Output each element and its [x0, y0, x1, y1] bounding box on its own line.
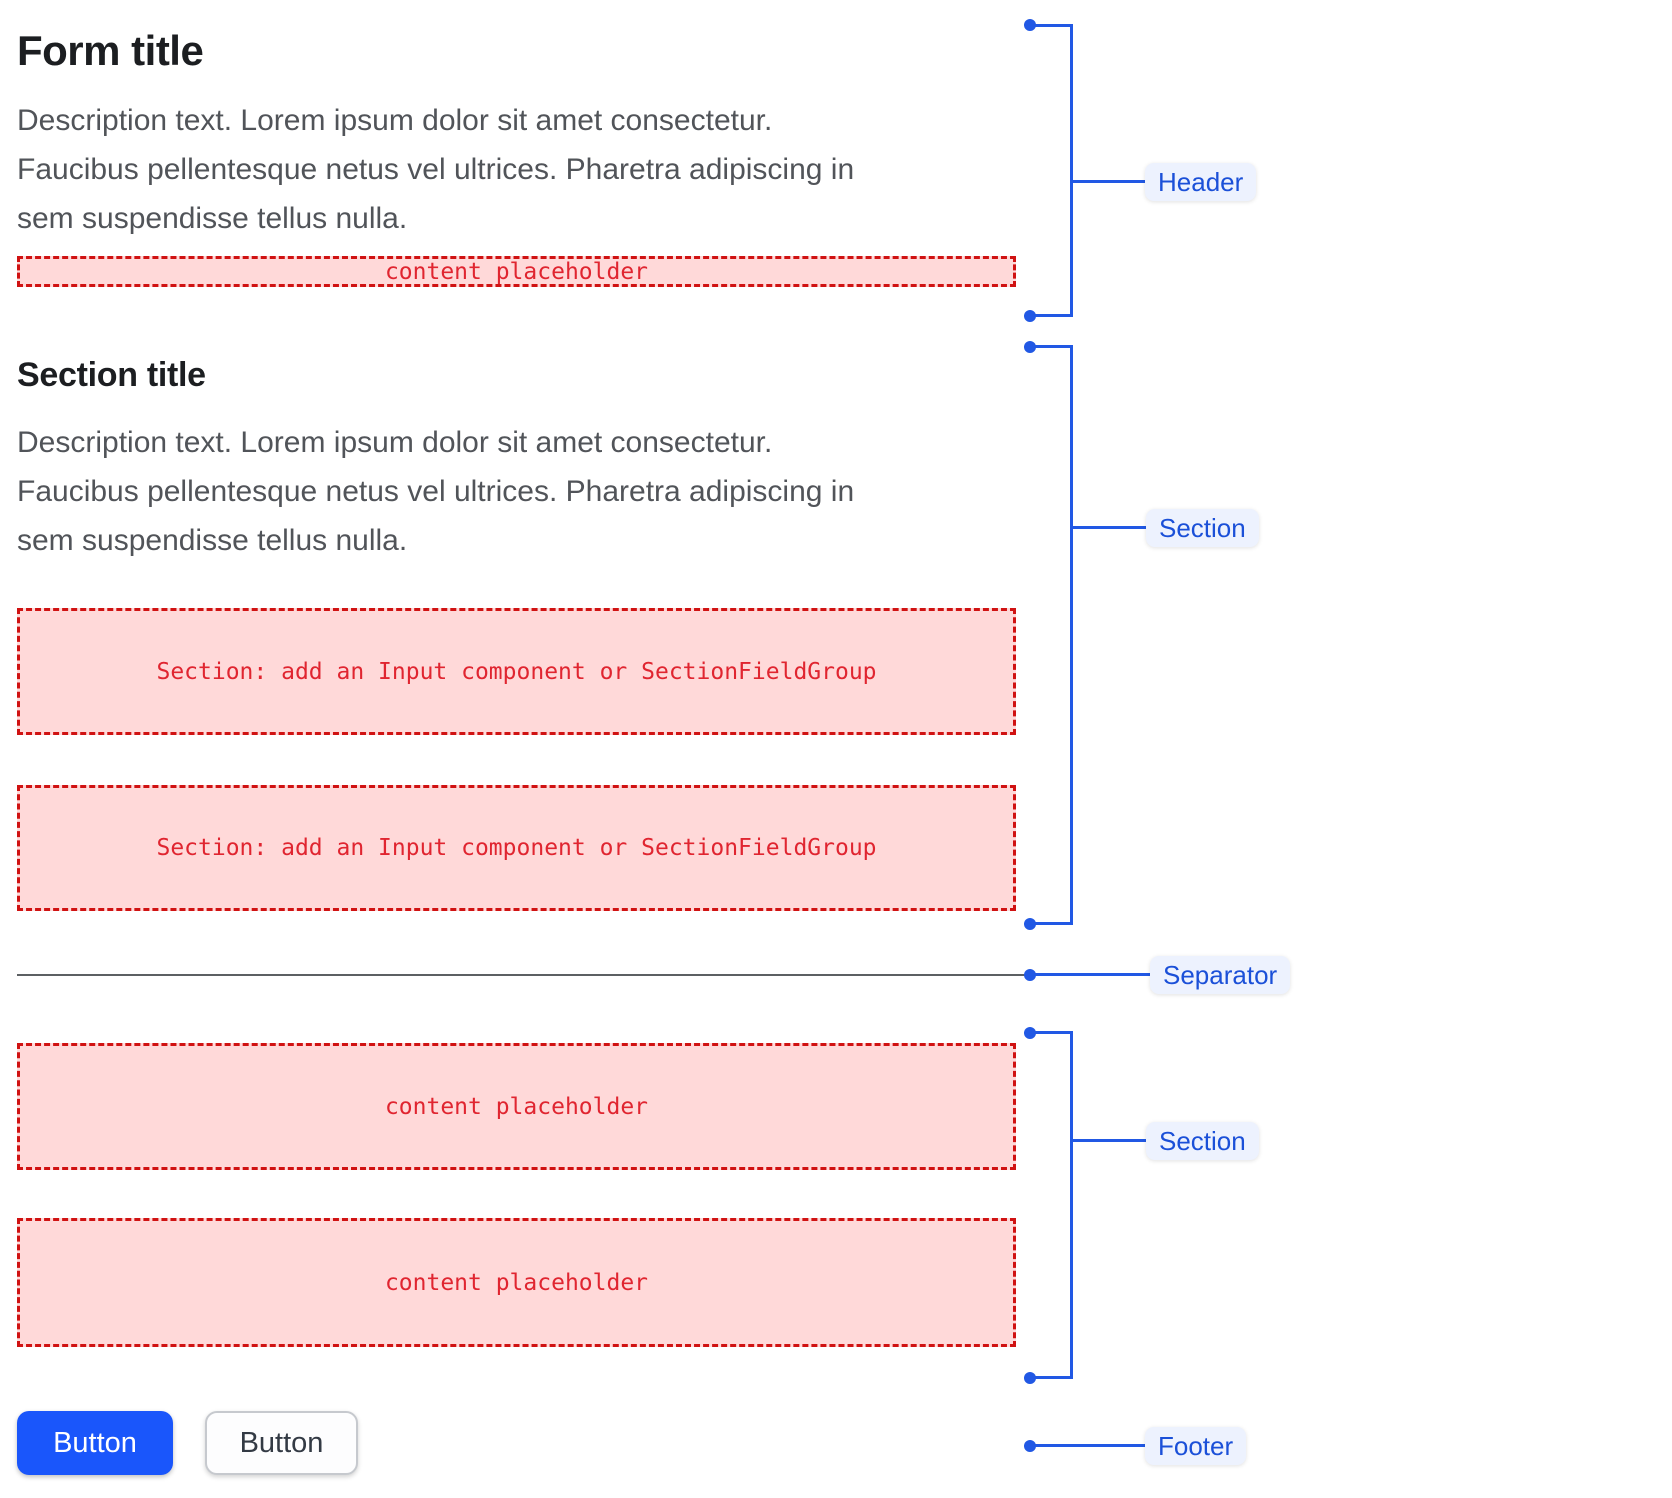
section-placeholder-box-2: Section: add an Input component or Secti… — [17, 785, 1016, 911]
section-placeholder-box-1: Section: add an Input component or Secti… — [17, 608, 1016, 735]
section1-annotation-label: Section — [1146, 509, 1259, 547]
section2-bracket-bottom-dot — [1024, 1372, 1036, 1384]
form-description: Description text. Lorem ipsum dolor sit … — [17, 104, 855, 235]
section2-label-connector — [1072, 1139, 1146, 1142]
footer-dot — [1024, 1440, 1036, 1452]
primary-button-label: Button — [53, 1426, 137, 1459]
section2-annotation-label: Section — [1146, 1122, 1259, 1160]
separator-annotation-label: Separator — [1150, 956, 1291, 994]
content-placeholder-text-1: content placeholder — [384, 1093, 649, 1120]
footer-label-connector — [1032, 1444, 1145, 1447]
content-placeholder-text-2: content placeholder — [384, 1269, 649, 1296]
section1-bracket-top-stub — [1030, 345, 1073, 348]
header-bracket-line — [1070, 24, 1073, 317]
section2-bracket-line — [1070, 1031, 1073, 1379]
header-bracket-bottom-dot — [1024, 310, 1036, 322]
secondary-button[interactable]: Button — [205, 1411, 358, 1475]
section-placeholder-text-1: Section: add an Input component or Secti… — [156, 658, 877, 685]
header-bracket-top-stub — [1030, 24, 1073, 27]
separator-label-connector — [1032, 973, 1150, 976]
header-content-placeholder-box: content placeholder — [17, 256, 1016, 287]
header-label-connector — [1072, 180, 1145, 183]
section-placeholder-text-2: Section: add an Input component or Secti… — [156, 835, 877, 861]
section-description: Description text. Lorem ipsum dolor sit … — [17, 426, 855, 557]
footer-annotation-label: Footer — [1145, 1427, 1247, 1465]
content-placeholder-box-2: content placeholder — [17, 1218, 1016, 1347]
section1-bracket-bottom-dot — [1024, 918, 1036, 930]
section2-bracket-bottom-stub — [1030, 1376, 1073, 1379]
section1-bracket-bottom-stub — [1030, 922, 1073, 925]
section1-label-connector — [1072, 526, 1146, 529]
secondary-button-label: Button — [239, 1426, 324, 1459]
form-title: Form title — [17, 27, 204, 74]
header-annotation-label: Header — [1145, 163, 1257, 201]
primary-button[interactable]: Button — [17, 1411, 173, 1475]
header-content-placeholder-text: content placeholder — [384, 258, 649, 285]
content-placeholder-box-1: content placeholder — [17, 1043, 1016, 1170]
section-title: Section title — [17, 356, 206, 394]
section1-bracket-line — [1070, 345, 1073, 925]
header-bracket-bottom-stub — [1030, 314, 1073, 317]
separator-divider — [17, 974, 1030, 976]
section2-bracket-top-stub — [1030, 1031, 1073, 1034]
separator-dot — [1024, 969, 1036, 981]
